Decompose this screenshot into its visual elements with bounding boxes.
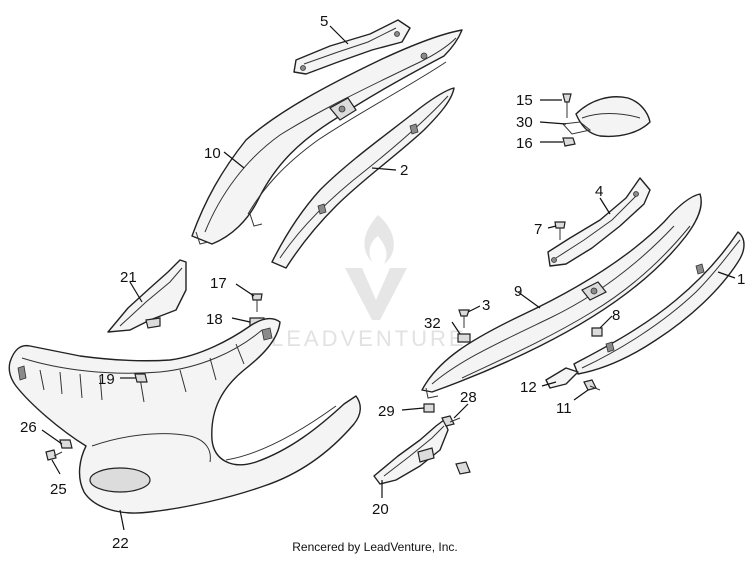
callout-4: 4 [595, 183, 603, 200]
callout-labels: 5 10 2 15 30 16 4 7 1 21 17 18 9 3 32 8 … [20, 13, 745, 552]
part-21-bracket [107, 259, 187, 333]
part-25-screw [45, 449, 63, 461]
callout-32: 32 [424, 315, 441, 332]
part-1-lower-strip [573, 231, 745, 375]
callout-10: 10 [204, 145, 221, 162]
callout-8: 8 [612, 307, 620, 324]
part-30-clip [561, 121, 592, 135]
part-3-screw [458, 309, 470, 328]
part-29-clip [423, 403, 435, 413]
part-15-screw [562, 93, 572, 118]
callout-12: 12 [520, 379, 537, 396]
callout-21: 21 [120, 269, 137, 286]
credit-text: Rencered by LeadVenture, Inc. [292, 540, 458, 554]
callout-11: 11 [556, 400, 572, 417]
callout-9: 9 [514, 283, 522, 300]
part-28-screw [441, 415, 461, 427]
watermark: LEADVENTURE [271, 215, 467, 351]
callout-18: 18 [206, 311, 223, 328]
part-4-bracket [547, 177, 651, 267]
part-2-lower-strip [271, 87, 455, 269]
part-17-screw [251, 293, 263, 312]
callout-16: 16 [516, 135, 533, 152]
callout-3: 3 [482, 297, 490, 314]
watermark-flame-icon [364, 215, 394, 264]
part-22-front-cover [8, 317, 361, 514]
callout-30: 30 [516, 114, 533, 131]
callout-7: 7 [534, 221, 542, 238]
leader-lines [41, 25, 736, 531]
callout-26: 26 [20, 419, 37, 436]
callout-5: 5 [320, 13, 328, 30]
callout-19: 19 [98, 371, 115, 388]
part-8-clip [591, 327, 603, 337]
callout-29: 29 [378, 403, 395, 420]
callout-22: 22 [112, 535, 129, 552]
part-32-clip [457, 333, 471, 343]
part-19-nut [134, 373, 148, 383]
part-12-clip [545, 367, 579, 389]
part-26-nut [59, 439, 73, 449]
part-9-side-cover [421, 193, 702, 399]
part-11-screw [583, 379, 601, 391]
callout-1: 1 [737, 271, 745, 288]
part-30-cover-plate [575, 96, 651, 138]
part-20-bracket [373, 419, 449, 485]
watermark-text: LEADVENTURE [271, 326, 467, 351]
part-20-screw [455, 461, 471, 475]
part-16-nut [562, 137, 576, 147]
callout-28: 28 [460, 389, 477, 406]
part-5-bracket [293, 19, 411, 75]
part-10-side-cover [191, 29, 463, 245]
callout-15: 15 [516, 92, 533, 109]
callout-17: 17 [210, 275, 227, 292]
watermark-v-icon [345, 268, 407, 320]
part-7-screw [554, 221, 566, 240]
callout-20: 20 [372, 501, 389, 518]
callout-2: 2 [400, 162, 408, 179]
callout-25: 25 [50, 481, 67, 498]
